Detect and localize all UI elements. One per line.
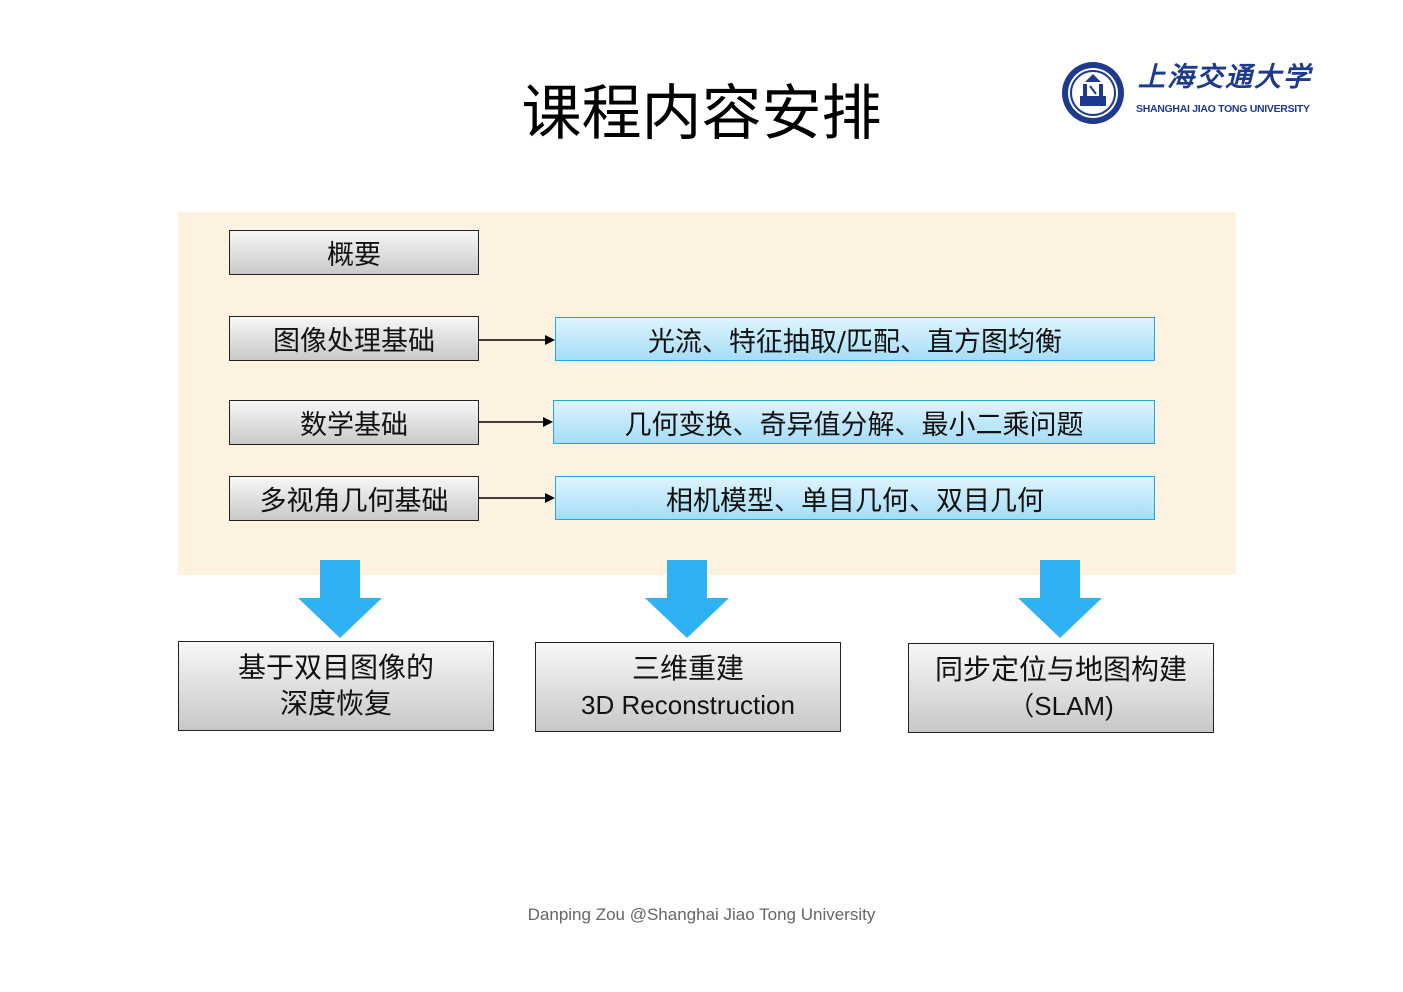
- outcome-line1: 同步定位与地图构建: [934, 653, 1187, 686]
- topic-box-math: 数学基础: [229, 400, 479, 445]
- connector-arrow: [479, 493, 555, 503]
- outcome-box-slam: 同步定位与地图构建 （SLAM): [908, 643, 1214, 733]
- topic-label: 概要: [327, 240, 381, 271]
- outcome-line2: 深度恢复: [279, 687, 392, 720]
- outcome-box-stereo-depth: 基于双目图像的 深度恢复: [178, 641, 494, 731]
- topic-box-image-processing: 图像处理基础: [229, 316, 479, 361]
- university-logo: 上海交通大学 SHANGHAI JIAO TONG UNIVERSITY: [1060, 58, 1310, 128]
- slide-title: 课程内容安排: [521, 79, 882, 149]
- down-arrow-icon: [298, 560, 382, 638]
- topic-box-overview: 概要: [229, 230, 479, 275]
- down-arrow-icon: [645, 560, 729, 638]
- university-seal-icon: [1062, 62, 1124, 124]
- detail-label: 相机模型、单目几何、双目几何: [666, 485, 1044, 517]
- topic-label: 数学基础: [300, 410, 408, 441]
- outcome-box-3d-reconstruction: 三维重建 3D Reconstruction: [535, 642, 841, 732]
- outcome-line1: 基于双目图像的: [237, 651, 434, 684]
- outcome-line2: （SLAM): [1008, 691, 1114, 721]
- footer-credit: Danping Zou @Shanghai Jiao Tong Universi…: [527, 905, 876, 924]
- topic-label: 图像处理基础: [273, 326, 435, 357]
- topic-box-multiview-geometry: 多视角几何基础: [229, 476, 479, 521]
- logo-english-name: SHANGHAI JIAO TONG UNIVERSITY: [1136, 103, 1310, 115]
- connector-arrow: [479, 335, 555, 345]
- outcome-line2: 3D Reconstruction: [581, 690, 795, 720]
- topic-label: 多视角几何基础: [259, 486, 449, 517]
- outcome-line1: 三维重建: [631, 652, 744, 685]
- detail-label: 光流、特征抽取/匹配、直方图均衡: [647, 326, 1063, 358]
- down-arrow-icon: [1018, 560, 1102, 638]
- detail-box-image-processing: 光流、特征抽取/匹配、直方图均衡: [555, 317, 1155, 361]
- detail-box-multiview-geometry: 相机模型、单目几何、双目几何: [555, 476, 1155, 520]
- logo-chinese-name: 上海交通大学: [1138, 62, 1312, 93]
- detail-box-math: 几何变换、奇异值分解、最小二乘问题: [553, 400, 1155, 444]
- detail-label: 几何变换、奇异值分解、最小二乘问题: [624, 409, 1084, 441]
- connector-arrow: [479, 417, 553, 427]
